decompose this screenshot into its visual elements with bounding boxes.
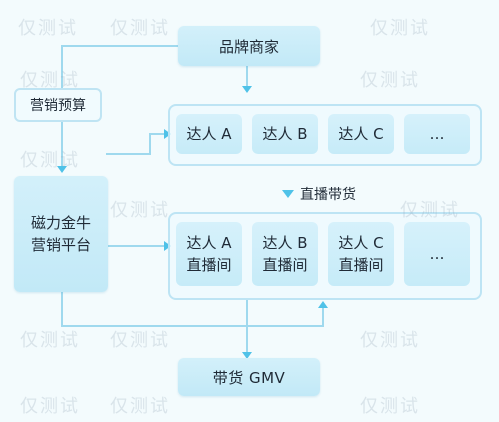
connector-platform-influencers (106, 133, 168, 155)
watermark: 仅测试 (360, 396, 420, 417)
influencer-card: 达人 A (176, 114, 242, 154)
watermark: 仅测试 (20, 396, 80, 417)
gmv-label: 带货 GMV (212, 368, 286, 387)
watermark: 仅测试 (370, 18, 430, 39)
influencer-card: 达人 C (328, 114, 394, 154)
live-room-card: 达人 B 直播间 (252, 222, 318, 286)
influencer-card: … (404, 114, 470, 154)
live-room-card: 达人 C 直播间 (328, 222, 394, 286)
influencer-card: 达人 B (252, 114, 318, 154)
brand-merchant-label: 品牌商家 (218, 37, 279, 56)
arrow-to-influencers (242, 86, 252, 93)
live-room-influencer: 达人 B (262, 234, 308, 252)
influencer-label: 达人 C (338, 125, 384, 143)
watermark: 仅测试 (110, 18, 170, 39)
influencer-label: … (429, 125, 445, 143)
live-room-sub: 直播间 (262, 256, 308, 274)
gmv-node: 带货 GMV (178, 358, 320, 396)
arrow-up-live (318, 301, 328, 308)
watermark: 仅测试 (110, 330, 170, 351)
triangle-down-icon (282, 190, 294, 198)
live-room-influencer: 达人 A (186, 234, 232, 252)
platform-label-line1: 磁力金牛 (30, 214, 91, 232)
watermark: 仅测试 (18, 18, 78, 39)
marketing-budget-node: 营销预算 (14, 88, 102, 122)
marketing-platform-node: 磁力金牛 营销平台 (14, 176, 108, 292)
marketing-budget-label: 营销预算 (30, 98, 86, 114)
arrow-to-platform (57, 166, 67, 173)
live-room-influencer: 达人 C (338, 234, 384, 252)
brand-merchant-node: 品牌商家 (178, 26, 320, 66)
live-room-card: 达人 A 直播间 (176, 222, 242, 286)
live-room-influencer: … (429, 245, 445, 263)
platform-label-line2: 营销平台 (30, 236, 91, 254)
connector-brand-budget (61, 45, 178, 88)
watermark: 仅测试 (360, 70, 420, 91)
watermark: 仅测试 (110, 396, 170, 417)
live-commerce-text: 直播带货 (300, 187, 356, 203)
watermark: 仅测试 (110, 200, 170, 221)
live-room-sub: 直播间 (338, 256, 384, 274)
watermark: 仅测试 (20, 330, 80, 351)
live-commerce-label: 直播带货 (282, 184, 356, 204)
watermark: 仅测试 (20, 150, 80, 171)
live-room-card: … (404, 222, 470, 286)
watermark: 仅测试 (360, 330, 420, 351)
influencer-label: 达人 B (262, 125, 308, 143)
influencer-label: 达人 A (186, 125, 232, 143)
live-room-sub: 直播间 (186, 256, 232, 274)
